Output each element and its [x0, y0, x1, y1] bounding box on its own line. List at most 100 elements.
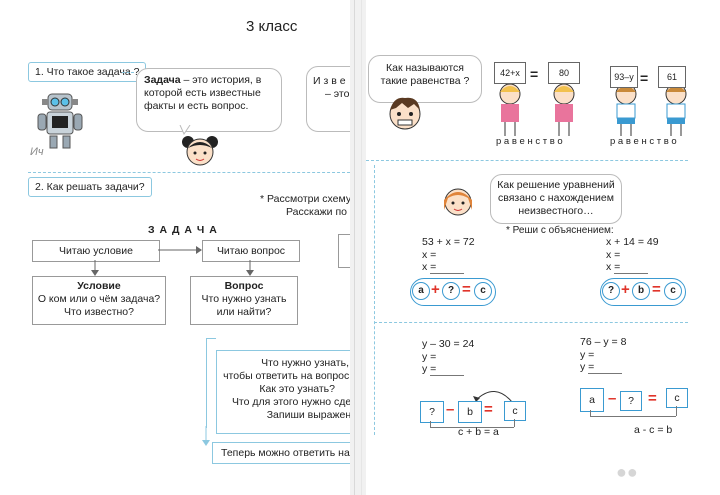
- girl-kid-illustration: [553, 83, 575, 136]
- cut-box: [338, 234, 350, 268]
- equality-label: р а в е н с т в о: [496, 136, 563, 147]
- page-gutter: [350, 0, 366, 495]
- scheme-unknown: ?: [442, 282, 460, 300]
- section-divider-vertical: [374, 165, 375, 435]
- scheme-a: a: [580, 388, 604, 412]
- step-read-condition: Читаю условие: [32, 240, 160, 262]
- condition-title: Условие: [77, 280, 121, 292]
- condition-line-2: Что известно?: [64, 306, 134, 318]
- left-page: 3 класс 1. Что такое задача ? Ич Задача …: [0, 0, 350, 495]
- eq-line: y =: [422, 350, 437, 363]
- eq-line: x =: [606, 261, 621, 273]
- scheme-1-loop: [410, 278, 496, 306]
- robot-caption: Ич: [30, 146, 44, 158]
- eq-line: y =: [422, 363, 437, 375]
- equality-label: р а в е н с т в о: [610, 136, 677, 147]
- task-header: З А Д А Ч А: [148, 224, 218, 236]
- scheme-unknown: ?: [602, 282, 620, 300]
- definition-text: – это история, в которой есть известные …: [144, 74, 262, 112]
- equation-card: 42+x: [494, 62, 526, 84]
- formula: a - c = b: [634, 424, 673, 436]
- eq-line: 53 + x = 72: [422, 236, 475, 248]
- arrow-down: [246, 260, 254, 276]
- plan-connector: [206, 338, 216, 339]
- arrow-down: [202, 426, 210, 446]
- condition-box: Условие О ком или о чём задача? Что изве…: [32, 276, 166, 325]
- scheme-a: a: [412, 282, 430, 300]
- answer-line: [614, 273, 648, 274]
- connector: [122, 72, 134, 73]
- plan-line: Что нужно узнать,: [261, 357, 349, 369]
- plus-sign: +: [621, 281, 630, 298]
- plan-line: Что для этого нужно сдел: [231, 396, 350, 408]
- question-line-1: Что нужно узнать: [201, 293, 287, 305]
- arrow-right: [158, 246, 202, 254]
- girl-kid-illustration: [499, 83, 521, 136]
- eq-line: 76 – y = 8: [580, 336, 627, 348]
- curved-arrow: [473, 391, 513, 403]
- question-title: Вопрос: [224, 280, 264, 292]
- girl-face-illustration: [182, 136, 218, 166]
- bracket: [430, 427, 514, 428]
- plus-sign: +: [431, 281, 440, 298]
- boy-kid-illustration: [665, 83, 687, 136]
- section-divider: [366, 160, 688, 161]
- answer-line: [430, 375, 464, 376]
- equation-card: 61: [658, 66, 686, 88]
- eq-line: x =: [422, 261, 437, 273]
- bracket: [590, 416, 676, 417]
- scheme-b: b: [458, 401, 482, 423]
- cut-bubble-line2: – это: [325, 88, 350, 100]
- cut-bubble-line1: И з в е: [313, 75, 346, 87]
- boy-kid-illustration: [615, 83, 637, 136]
- step-read-question: Читаю вопрос: [202, 240, 300, 262]
- eq-line: y =: [580, 348, 595, 361]
- question-bubble: Как называются такие равенства ?: [368, 55, 482, 103]
- cut-bubble: И з в е – это: [306, 66, 350, 132]
- scheme-c: c: [664, 282, 682, 300]
- definition-term: Задача: [144, 74, 181, 86]
- note-line-2: Расскажи по: [286, 206, 347, 218]
- scheme-2-loop: [600, 278, 686, 306]
- boy-face-illustration: [389, 97, 421, 130]
- eq-line: y =: [580, 361, 595, 373]
- bracket: [676, 406, 677, 416]
- bubble-tail: [179, 125, 191, 135]
- right-page: Как называются такие равенства ? 42+x = …: [366, 0, 720, 495]
- eq-line: y – 30 = 24: [422, 338, 475, 350]
- arrow-down: [91, 260, 99, 276]
- bracket: [590, 410, 591, 416]
- question-1-tab: 1. Что такое задача ?: [28, 62, 147, 82]
- section-divider: [28, 172, 350, 173]
- scheme-c: c: [504, 401, 526, 421]
- bracket: [514, 419, 515, 427]
- scheme-b: b: [632, 282, 650, 300]
- page-title: 3 класс: [246, 18, 298, 35]
- plan-line: Запиши выражени: [266, 409, 350, 421]
- avito-logo-icon: ●●: [616, 462, 638, 482]
- question-2-tab: 2. Как решать задачи?: [28, 177, 152, 197]
- plan-connector: [206, 338, 207, 428]
- formula: c + b = a: [458, 426, 499, 438]
- girl-bubble: Как решение уравнений связано с нахожден…: [490, 174, 622, 224]
- section-divider: [374, 322, 688, 323]
- eq-line: x + 14 = 49: [606, 236, 659, 248]
- answer-line: [588, 373, 622, 374]
- equals-sign: =: [652, 281, 661, 298]
- minus-sign: –: [608, 390, 617, 407]
- girl-face-illustration: [444, 188, 472, 216]
- question-box: Вопрос Что нужно узнать или найти?: [190, 276, 298, 325]
- instruction: * Реши с объяснением:: [506, 225, 614, 236]
- condition-line-1: О ком или о чём задача?: [37, 293, 161, 305]
- note-line-1: * Рассмотри схему: [260, 193, 350, 205]
- plan-line: Как это узнать?: [259, 383, 335, 395]
- equals-sign: =: [640, 70, 649, 86]
- eq-line: x =: [422, 248, 437, 261]
- scheme-unknown: ?: [620, 391, 642, 411]
- equals-sign: =: [530, 66, 539, 82]
- watermark: ●●: [616, 458, 638, 484]
